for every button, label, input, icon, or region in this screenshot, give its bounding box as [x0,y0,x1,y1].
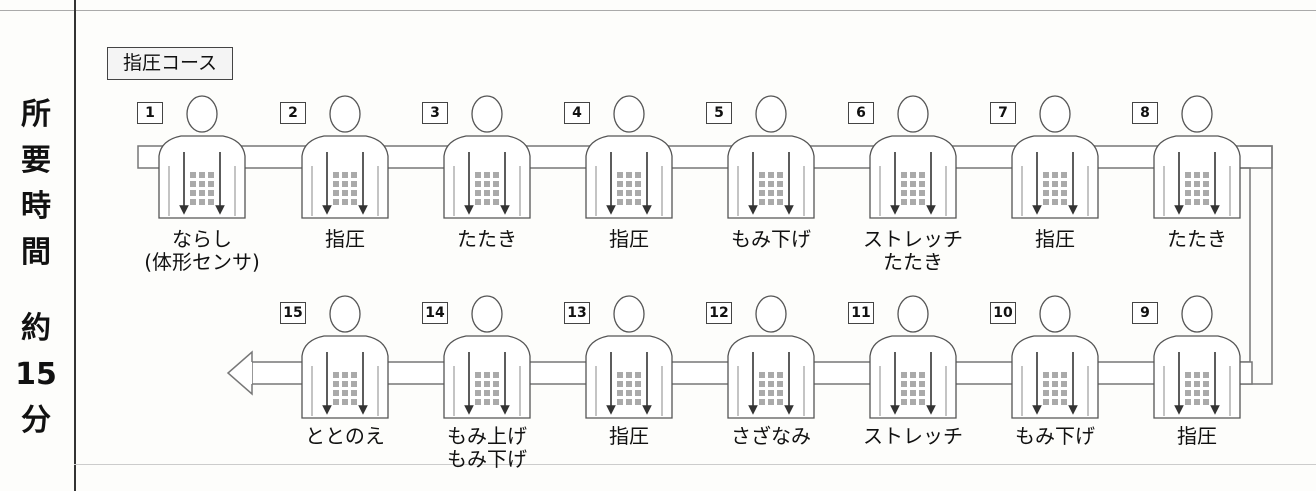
body-figure [1011,95,1099,219]
step-label: ストレッチたたき [838,228,988,274]
body-figure [585,295,673,419]
step-number: 5 [706,102,732,124]
step-number: 4 [564,102,590,124]
char: 所 [21,97,51,132]
step-label: ととのえ [270,425,420,448]
char: 15 [15,357,57,392]
top-rule [0,0,1316,11]
char: 約 [21,311,51,346]
step-label-line1: さざなみ [731,424,811,448]
step-label-line1: 指圧 [609,424,649,448]
step-label: もみ下げ [980,425,1130,448]
flow-connector [1240,145,1273,385]
step-label: ならし(体形センサ) [127,228,277,274]
step-number: 14 [422,302,448,324]
step-number: 8 [1132,102,1158,124]
step-label: 指圧 [270,228,420,251]
step-label: 指圧 [1122,425,1272,448]
step-label-line1: たたき [1167,227,1227,251]
step-label: 指圧 [980,228,1130,251]
step-label: たたき [1122,228,1272,251]
duration-value: 約 15 分 [14,306,58,444]
body-figure [869,95,957,219]
step-label-line1: ととのえ [305,424,385,448]
char: 間 [21,235,51,270]
step-number: 9 [1132,302,1158,324]
step-label-line1: もみ上げ [447,424,527,448]
char: 分 [21,403,51,438]
body-figure [1153,95,1241,219]
step-number: 7 [990,102,1016,124]
step-label-line1: ストレッチ [863,424,963,448]
step-label: 指圧 [554,425,704,448]
duration-column: 所 要 時 間 約 15 分 [0,0,76,491]
step-label: さざなみ [696,425,846,448]
step-label-line2: (体形センサ) [144,250,260,274]
char: 時 [21,189,51,224]
body-figure [869,295,957,419]
step-label-line1: たたき [457,227,517,251]
step-label: ストレッチ [838,425,988,448]
body-figure [1011,295,1099,419]
step-number: 12 [706,302,732,324]
step-label-line1: 指圧 [1177,424,1217,448]
body-figure [1153,295,1241,419]
step-number: 3 [422,102,448,124]
body-figure [727,95,815,219]
step-label-line1: 指圧 [325,227,365,251]
body-figure [443,295,531,419]
step-label-line1: 指圧 [609,227,649,251]
step-number: 13 [564,302,590,324]
step-label-line2: たたき [883,250,943,274]
body-figure [585,95,673,219]
step-label: 指圧 [554,228,704,251]
step-label: たたき [412,228,562,251]
flow-connector-inner [1240,167,1251,363]
step-label-line1: ストレッチ [863,227,963,251]
body-figure [727,295,815,419]
body-figure [443,95,531,219]
step-label-line1: もみ下げ [1015,424,1095,448]
exit-arrow [226,350,253,396]
body-figure [301,295,389,419]
step-label-line2: もみ下げ [447,447,527,471]
step-number: 10 [990,302,1016,324]
body-figure [301,95,389,219]
step-label-line1: もみ下げ [731,227,811,251]
step-number: 15 [280,302,306,324]
step-label-line1: 指圧 [1035,227,1075,251]
step-number: 2 [280,102,306,124]
char: 要 [21,143,51,178]
step-label-line1: ならし [172,227,232,251]
step-number: 6 [848,102,874,124]
bottom-rule [74,464,1316,465]
course-title: 指圧コース [107,47,233,80]
step-number: 1 [137,102,163,124]
step-number: 11 [848,302,874,324]
body-figure [158,95,246,219]
required-time-label: 所 要 時 間 [14,92,58,276]
step-label: もみ上げもみ下げ [412,425,562,471]
step-label: もみ下げ [696,228,846,251]
